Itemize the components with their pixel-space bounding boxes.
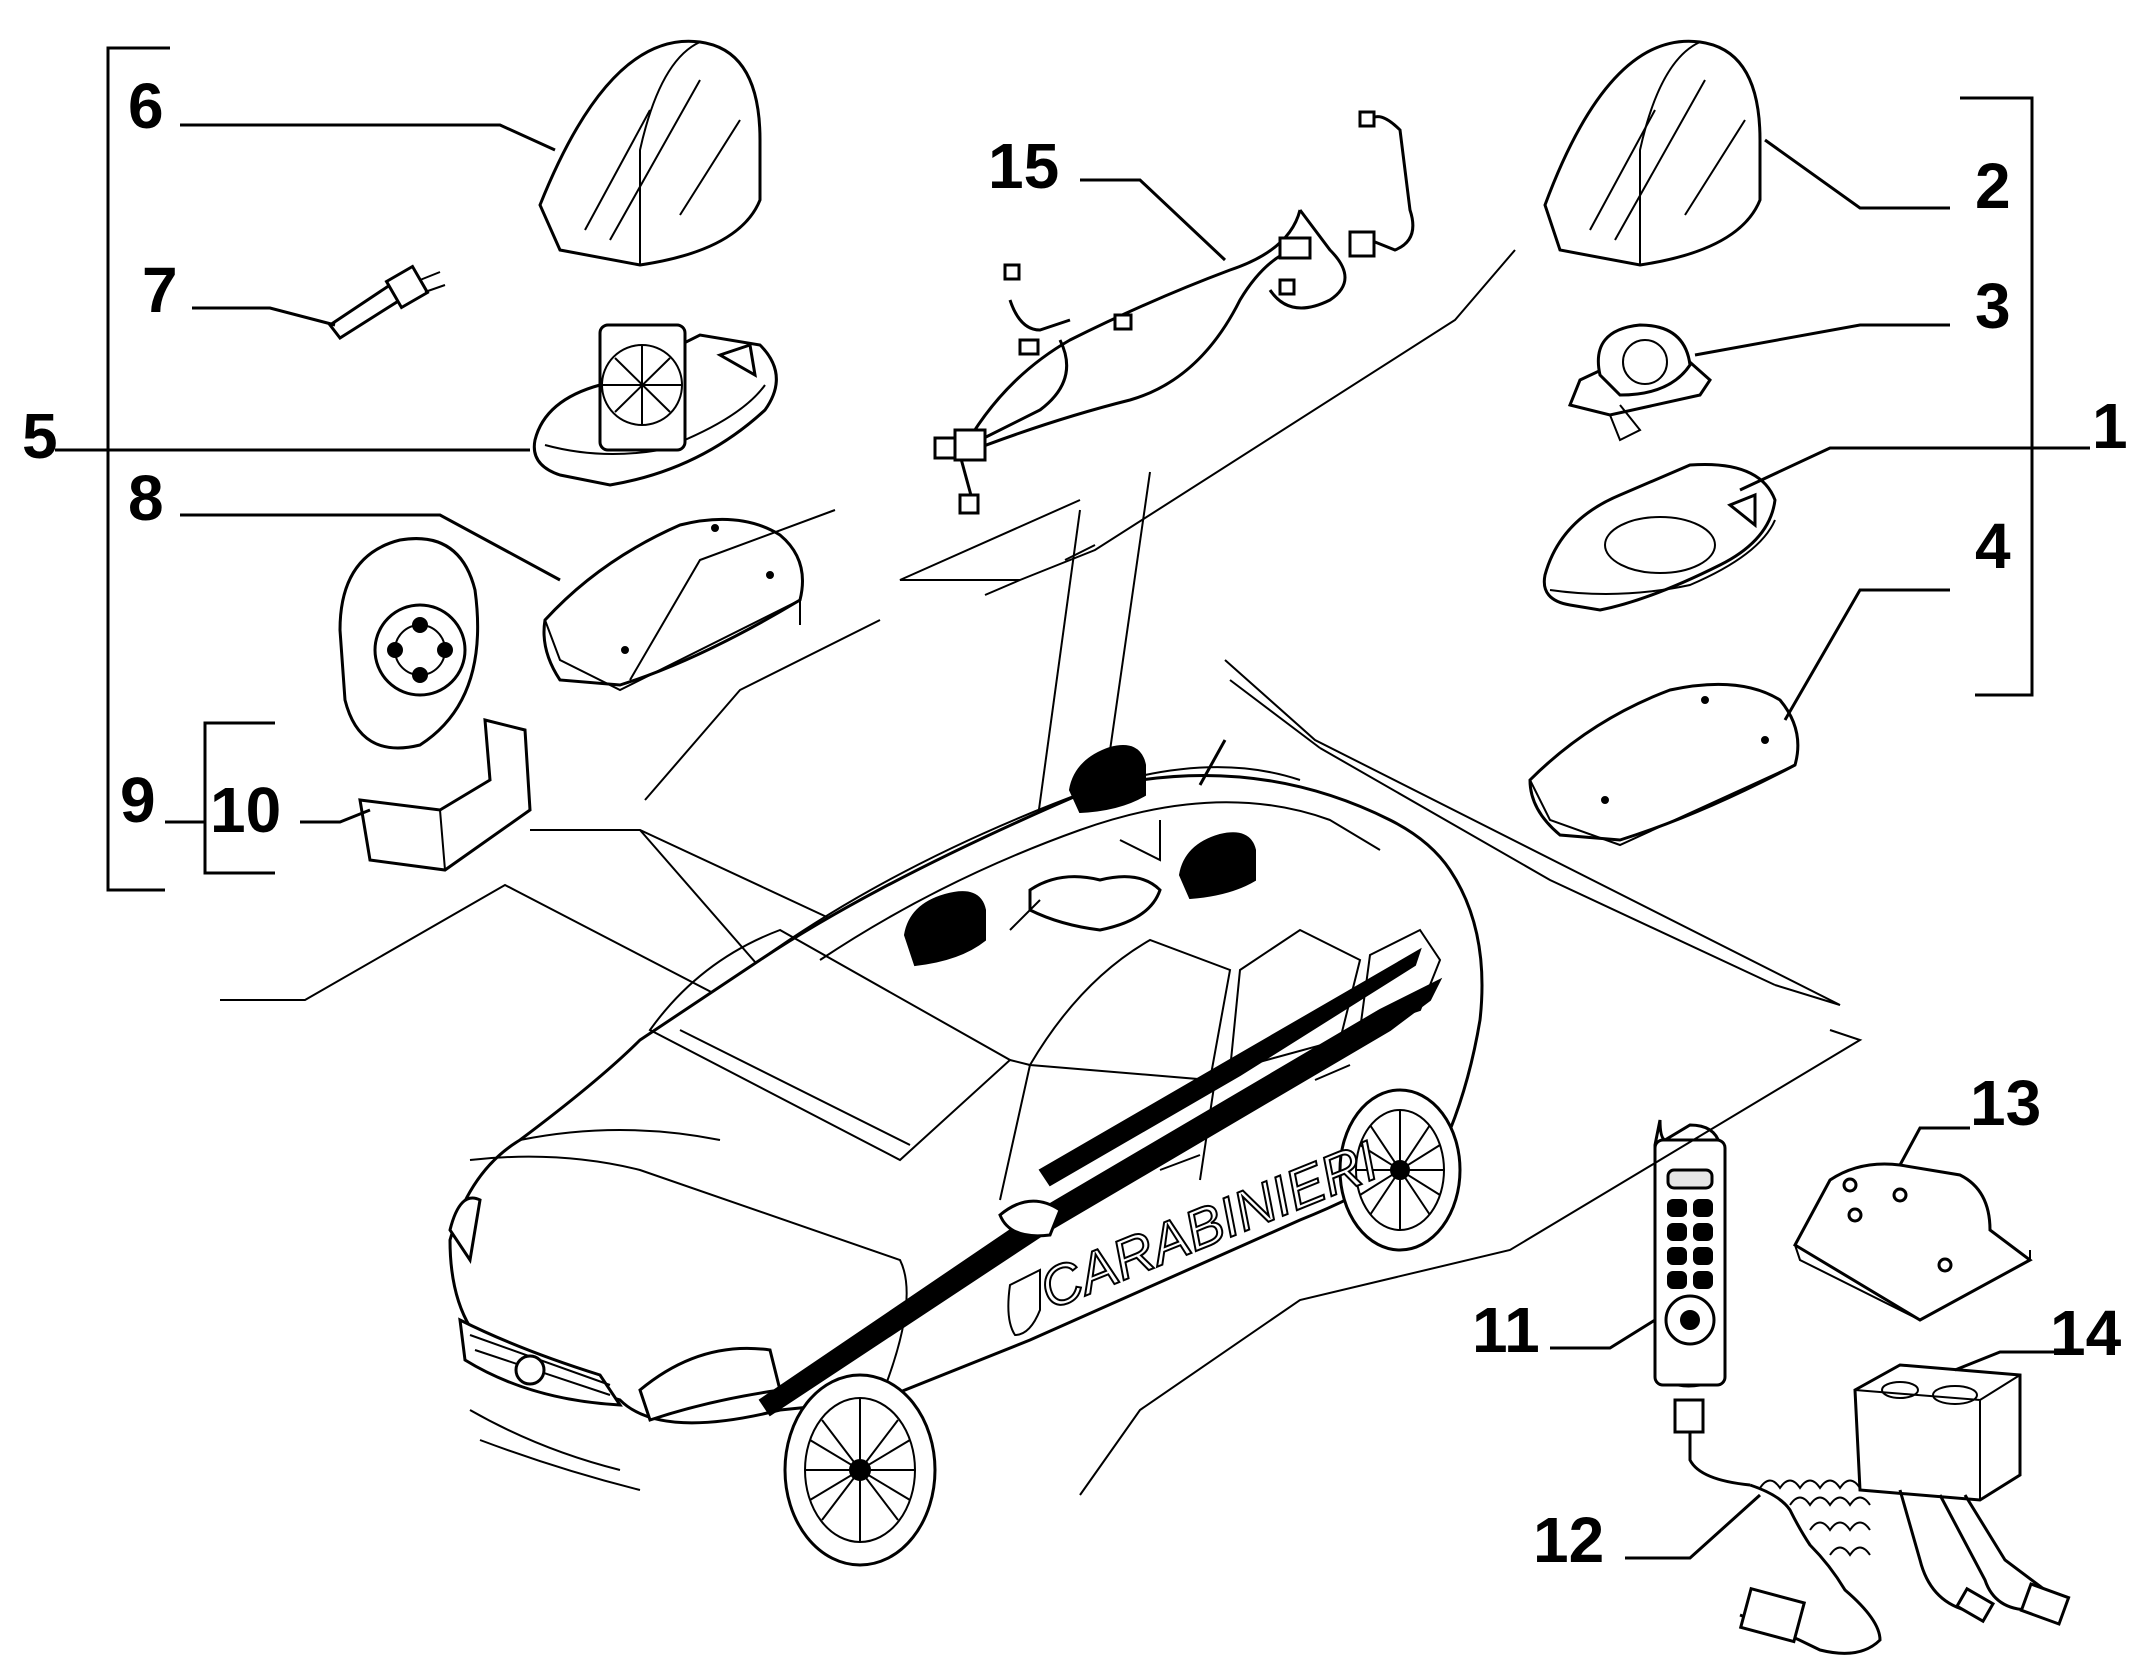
callout-8: 8 xyxy=(128,462,164,534)
leader-4 xyxy=(1783,588,1950,721)
leader-3 xyxy=(1694,323,1950,357)
callout-7: 7 xyxy=(142,254,178,326)
callout-5: 5 xyxy=(22,400,58,472)
leader-12 xyxy=(1625,1493,1762,1560)
part-13-mounting-wedge xyxy=(1793,1162,2033,1322)
callout-10: 10 xyxy=(210,774,281,846)
leader-1 xyxy=(1739,446,2090,492)
callout-15: 15 xyxy=(988,130,1059,202)
callout-1: 1 xyxy=(2092,390,2128,462)
part-3-siren-speaker xyxy=(1567,323,1712,442)
leader-15 xyxy=(1080,178,1227,262)
part-1-light-base xyxy=(1542,462,1777,612)
leader-11 xyxy=(1550,1318,1656,1350)
part-7-bulb xyxy=(327,264,446,340)
leader-10 xyxy=(300,808,371,824)
leader-7 xyxy=(192,306,336,327)
callout-11: 11 xyxy=(1472,1294,1540,1366)
group-bracket-right xyxy=(1960,96,2034,697)
leader-6 xyxy=(180,123,556,152)
part-11-remote-control xyxy=(1653,1119,1727,1434)
leader-13 xyxy=(1898,1126,1970,1166)
part-6-light-dome xyxy=(538,39,762,267)
callout-2: 2 xyxy=(1975,150,2011,222)
group-bracket-9-10 xyxy=(165,721,275,875)
callout-6: 6 xyxy=(128,70,164,142)
callout-14: 14 xyxy=(2050,1297,2122,1369)
car-illustration: CARABINIERI xyxy=(448,739,1484,1567)
part-5-light-base xyxy=(532,323,778,487)
leader-2 xyxy=(1764,138,1950,210)
callout-13: 13 xyxy=(1970,1067,2041,1139)
leader-8 xyxy=(180,513,561,582)
part-8-cover-plate xyxy=(542,517,804,692)
part-15-wiring-harness xyxy=(933,110,1415,515)
part-10-bracket-clip xyxy=(358,718,532,872)
callout-4: 4 xyxy=(1975,510,2011,582)
part-9-control-housing xyxy=(338,537,480,750)
part-14-switch-module xyxy=(1853,1363,2071,1626)
group-bracket-left xyxy=(55,46,530,892)
callout-3: 3 xyxy=(1975,270,2011,342)
part-2-light-dome xyxy=(1543,39,1762,267)
callout-9: 9 xyxy=(120,764,156,836)
part-12-coiled-cable xyxy=(1688,1432,1882,1655)
part-4-cover-plate xyxy=(1528,682,1800,847)
leader-14 xyxy=(1954,1350,2070,1372)
callout-12: 12 xyxy=(1533,1504,1604,1576)
